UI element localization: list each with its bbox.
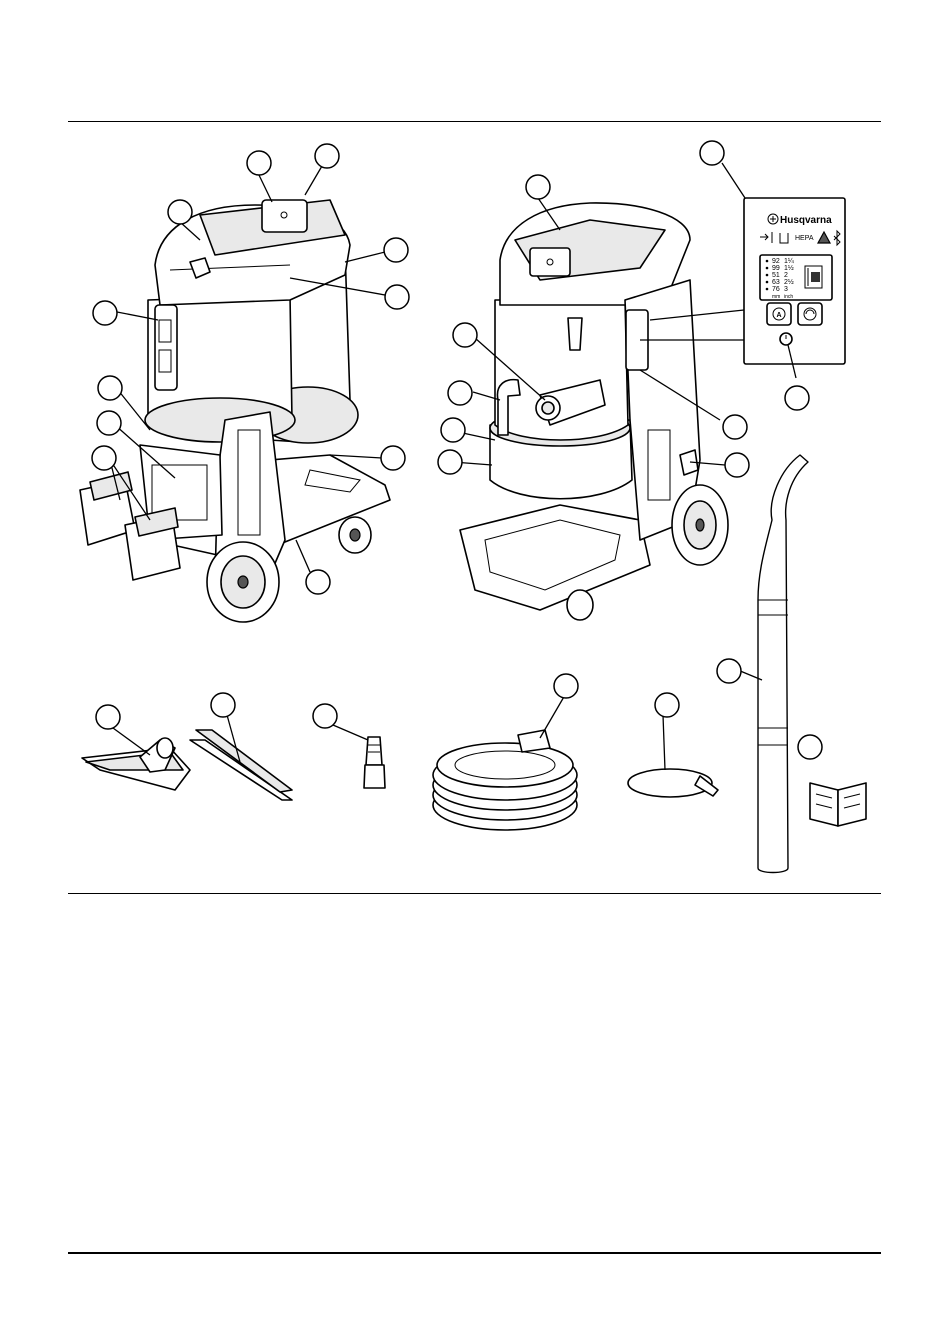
unit-mm: mm	[772, 294, 780, 300]
level-mm: 92	[772, 258, 780, 265]
level-inch: 2½	[784, 278, 794, 286]
auto-mode-button[interactable]: A	[767, 303, 791, 325]
level-mm: 99	[772, 265, 780, 272]
suction-hose	[433, 730, 577, 830]
level-inch: 3	[784, 286, 788, 293]
filter-clean-button[interactable]	[798, 303, 822, 325]
level-mm: 76	[772, 286, 780, 293]
power-button[interactable]	[780, 333, 792, 345]
level-inch: 1¼	[784, 258, 794, 265]
hepa-label: HEPA	[795, 235, 814, 242]
level-inch: 1½	[784, 264, 794, 272]
extension-wand	[758, 455, 808, 873]
squeegee-strips	[190, 730, 292, 800]
level-mm: 51	[772, 272, 780, 279]
level-display	[760, 255, 832, 300]
unit-inch: inch	[784, 294, 793, 300]
hose-adapter	[364, 737, 385, 788]
cable-tie	[628, 769, 718, 797]
panel-brand: Husqvarna	[780, 215, 832, 226]
level-inch: 2	[784, 272, 788, 279]
manual-book-icon	[810, 783, 866, 826]
level-mm: 63	[772, 279, 780, 286]
auto-label: A	[777, 312, 782, 319]
vacuum-front-view	[80, 200, 390, 622]
vacuum-rear-view	[460, 203, 728, 620]
floor-nozzle	[82, 738, 190, 790]
